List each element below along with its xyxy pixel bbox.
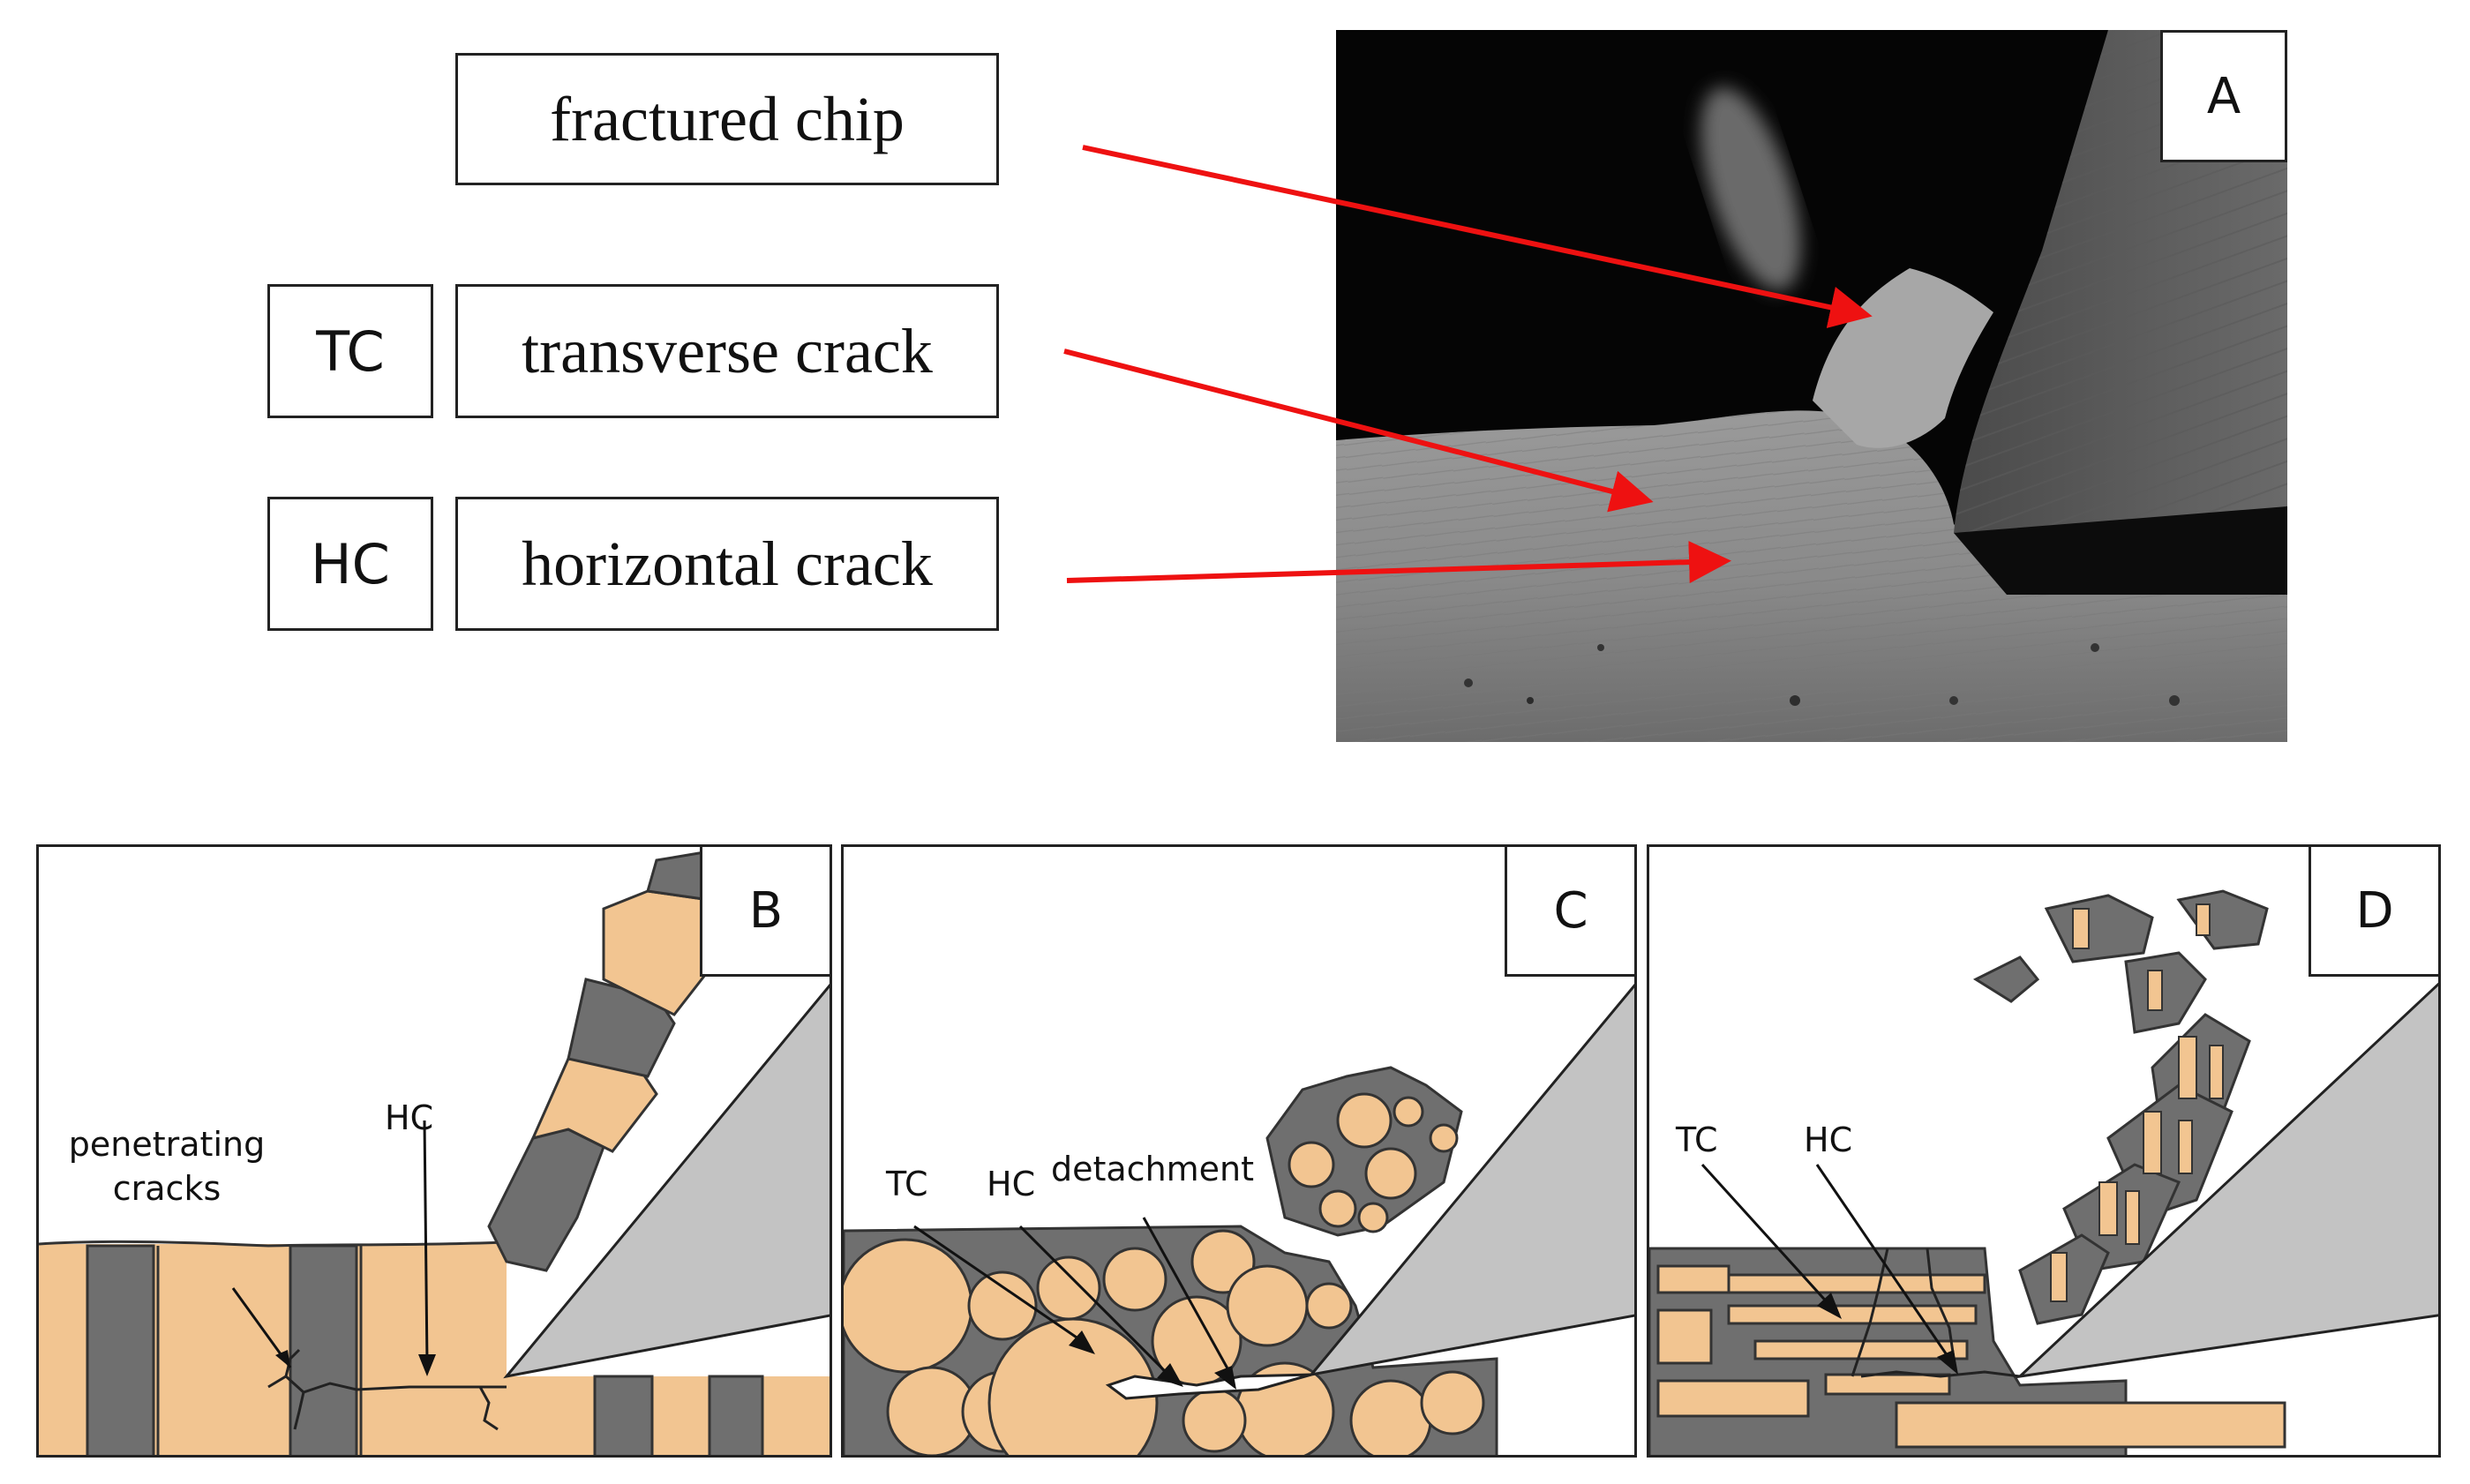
transverse-crack-label: transverse crack [522,315,933,386]
panel-b-penetrating-line1: penetrating [69,1125,265,1164]
legend-hc-abbr: HC [267,497,433,631]
legend-fractured-chip: fractured chip [455,53,999,185]
panel-c-hc-label: HC [987,1165,1035,1203]
legend-transverse-crack: transverse crack [455,284,999,418]
panel-b-letter-box: B [700,847,830,977]
panel-d-diagram: TC HC [1649,889,2438,1455]
panel-b-diagram: penetrating cracks HC [39,850,830,1455]
panel-b-penetrating-line2: cracks [113,1169,221,1208]
panel-c-letter-box: C [1505,847,1634,977]
panel-d: TC HC D [1647,844,2441,1458]
panel-d-hc-label: HC [1804,1120,1852,1159]
panel-d-letter: D [2355,881,2394,940]
micrograph-photo: A [1336,30,2287,742]
panel-c-tc-label: TC [885,1165,928,1203]
tc-abbr-label: TC [316,319,385,384]
panel-b: penetrating cracks HC B [36,844,832,1458]
panel-b-letter: B [748,881,784,940]
photo-letter-box: A [2160,30,2287,162]
panel-d-letter-box: D [2309,847,2438,977]
panel-d-tc-label: TC [1675,1120,1718,1159]
panel-b-hc-label: HC [385,1098,433,1137]
panel-c-diagram: TC HC detachment [844,983,1634,1455]
hc-abbr-label: HC [311,531,390,596]
horizontal-crack-label: horizontal crack [522,528,933,599]
legend-tc-abbr: TC [267,284,433,418]
legend-horizontal-crack: horizontal crack [455,497,999,631]
micrograph-image [1336,30,2287,742]
panel-c-letter: C [1553,881,1588,940]
panel-c-detachment-label: detachment [1051,1150,1254,1188]
fractured-chip-label: fractured chip [550,83,905,154]
panel-c: TC HC detachment C [841,844,1637,1458]
photo-letter: A [2206,67,2241,125]
